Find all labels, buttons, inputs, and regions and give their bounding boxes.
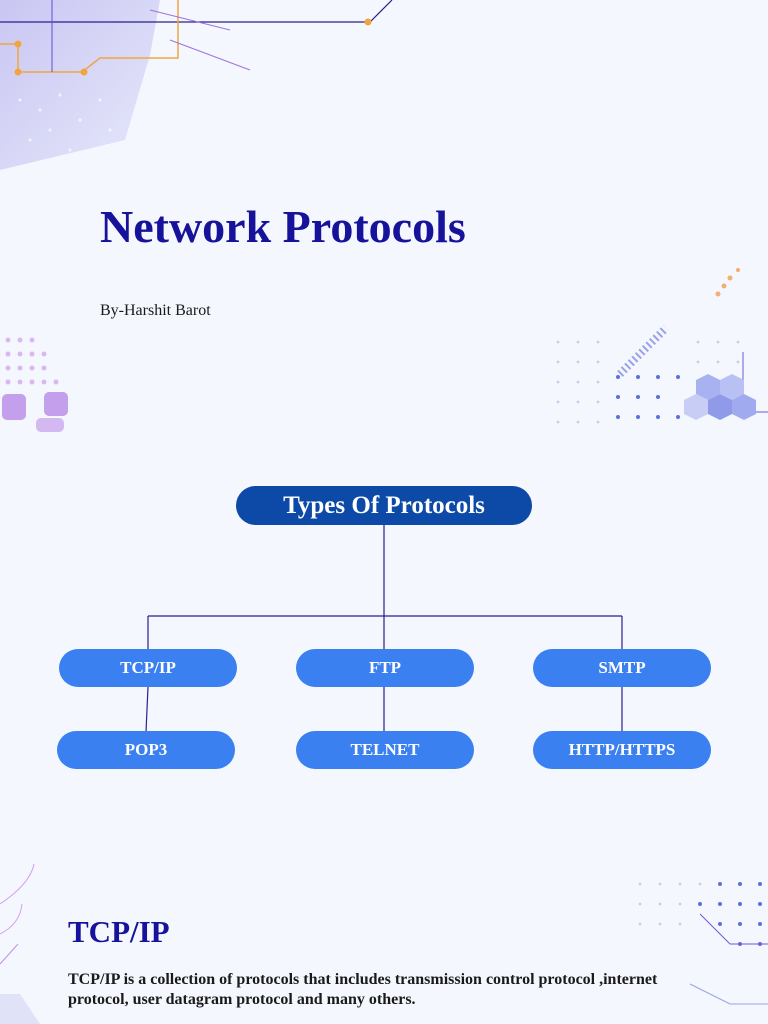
section-heading: TCP/IP xyxy=(68,914,170,949)
smtp-node: SMTP xyxy=(533,649,711,687)
dots-decoration-right xyxy=(638,882,768,1005)
types-of-protocols-node: Types Of Protocols xyxy=(236,486,532,525)
author-line: By-Harshit Barot xyxy=(100,302,211,319)
lines-decoration-left xyxy=(0,864,40,1024)
tcp-ip-node: TCP/IP xyxy=(59,649,237,687)
ftp-node: FTP xyxy=(296,649,474,687)
pop3-node: POP3 xyxy=(57,731,235,769)
title-slide: Network Protocols By-Harshit Barot xyxy=(0,0,768,432)
http-https-node: HTTP/HTTPS xyxy=(533,731,711,769)
circuit-decoration-top-left xyxy=(0,0,393,170)
page-title: Network Protocols xyxy=(100,201,466,252)
network-decoration-right xyxy=(556,268,768,424)
diagram-connectors xyxy=(145,525,623,733)
telnet-node: TELNET xyxy=(296,731,474,769)
tcp-ip-slide: TCP/IP TCP/IP is a collection of protoco… xyxy=(0,864,768,1024)
types-diagram-slide: Types Of Protocols TCP/IP FTP SMTP POP3 … xyxy=(0,432,768,864)
section-body: TCP/IP is a collection of protocols that… xyxy=(68,971,658,1008)
dots-decoration-left xyxy=(2,337,68,432)
